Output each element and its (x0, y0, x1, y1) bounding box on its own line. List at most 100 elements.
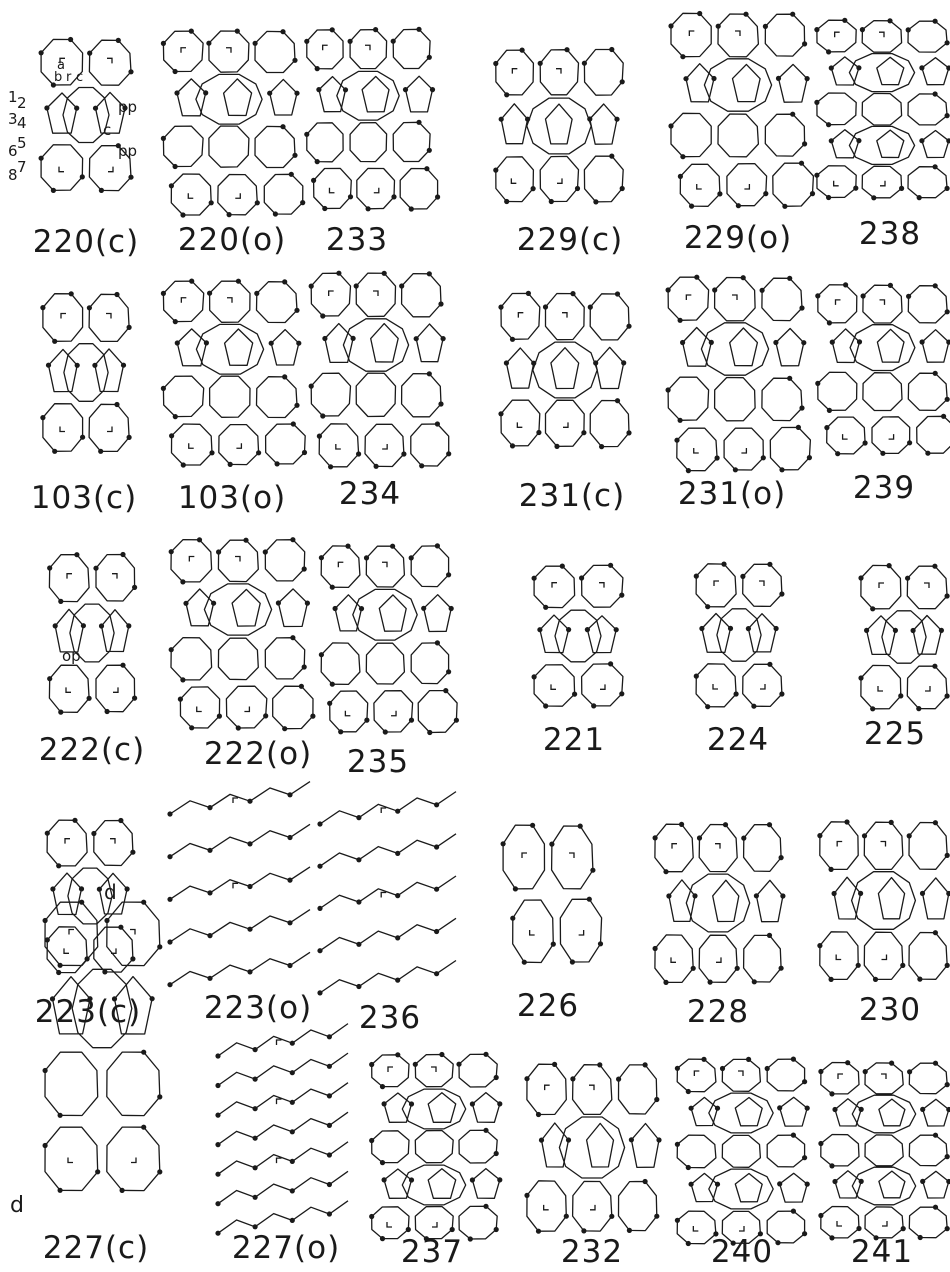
atom-dot (40, 415, 45, 420)
ring (411, 643, 448, 684)
atom-dot (888, 283, 893, 288)
diagram-label: 231(o) (678, 476, 786, 512)
atom-dot (941, 414, 946, 419)
atom-dot (327, 1093, 332, 1098)
atom-dot (858, 891, 863, 896)
atom-dot (348, 194, 353, 199)
molecule-diagram (317, 792, 456, 996)
atom-dot (933, 930, 938, 935)
atom-dot (413, 1062, 418, 1067)
atom-dot (842, 18, 847, 23)
atom-dot (282, 726, 287, 731)
ring (196, 74, 262, 124)
corner-mark (924, 583, 929, 588)
molecule-diagram (169, 537, 316, 731)
ring (411, 424, 449, 466)
atom-dot (215, 1113, 220, 1118)
atom-dot (787, 276, 792, 281)
ring (864, 822, 903, 869)
atom-dot (421, 606, 426, 611)
atom-dot (247, 884, 252, 889)
atom-dot (575, 186, 580, 191)
atom-dot (678, 174, 683, 179)
atom-dot (599, 444, 604, 449)
atom-dot (827, 320, 832, 325)
d-mark: d (10, 1193, 24, 1218)
atom-dot (395, 893, 400, 898)
atom-dot (216, 549, 221, 554)
atom-dot (810, 191, 815, 196)
ring (501, 104, 527, 144)
atom-dot (141, 900, 146, 905)
corner-mark (181, 48, 186, 53)
atom-dot (483, 1128, 488, 1133)
ring (171, 540, 212, 582)
atom-dot (327, 701, 332, 706)
atom-dot (320, 313, 325, 318)
atom-dot (69, 291, 74, 296)
ring (817, 166, 856, 198)
ring (584, 50, 623, 96)
atom-dot (263, 713, 268, 718)
atom-dot (39, 156, 44, 161)
diagram-label: 236 (359, 1000, 421, 1036)
atom-dot (570, 1076, 575, 1081)
ring (872, 417, 910, 454)
atom-dot (689, 1106, 694, 1111)
atom-dot (532, 576, 537, 581)
corner-mark (65, 839, 70, 844)
atom-dot (920, 339, 925, 344)
atom-dot (300, 200, 305, 205)
atom-dot (791, 1133, 796, 1138)
ring (779, 64, 808, 102)
atom-dot (309, 384, 314, 389)
ring (402, 274, 441, 317)
atom-dot (327, 1064, 332, 1069)
atom-dot (50, 886, 55, 891)
atom-dot (817, 833, 822, 838)
atom-dot (439, 1052, 444, 1057)
ring (680, 164, 720, 206)
atom-dot (694, 574, 699, 579)
atom-dot (280, 29, 285, 34)
ring (503, 825, 544, 889)
atom-dot (591, 703, 596, 708)
atom-dot (333, 606, 338, 611)
atom-dot (434, 971, 439, 976)
molecule-diagram (694, 562, 785, 710)
ring (196, 324, 263, 374)
corner-mark (672, 844, 677, 849)
atom-dot (782, 204, 787, 209)
atom-dot (609, 154, 614, 159)
atom-dot (206, 41, 211, 46)
atom-dot (203, 90, 208, 95)
ring (686, 64, 714, 102)
corner-mark (694, 1071, 699, 1076)
corner-mark (113, 687, 118, 692)
atom-dot (450, 1227, 455, 1232)
atom-dot (132, 585, 137, 590)
molecule-diagram (40, 291, 131, 454)
chain (170, 910, 310, 942)
atom-dot (916, 706, 921, 711)
corner-mark (338, 562, 343, 567)
atom-dot (280, 124, 285, 129)
atom-dot (209, 450, 214, 455)
site-number: 7 (17, 158, 27, 176)
atom-dot (292, 58, 297, 63)
atom-dot (470, 1101, 475, 1106)
atom-dot (570, 959, 575, 964)
ring (715, 278, 756, 321)
ring (756, 880, 783, 921)
atom-dot (409, 718, 414, 723)
atom-dot (215, 1172, 220, 1177)
ring (107, 1127, 160, 1191)
atom-dot (933, 371, 938, 376)
atom-dot (253, 1224, 258, 1229)
ring (862, 166, 901, 198)
atom-dot (686, 1165, 691, 1170)
atom-dot (663, 869, 668, 874)
corner-mark (835, 32, 840, 37)
atom-dot (211, 601, 216, 606)
atom-dot (424, 166, 429, 171)
